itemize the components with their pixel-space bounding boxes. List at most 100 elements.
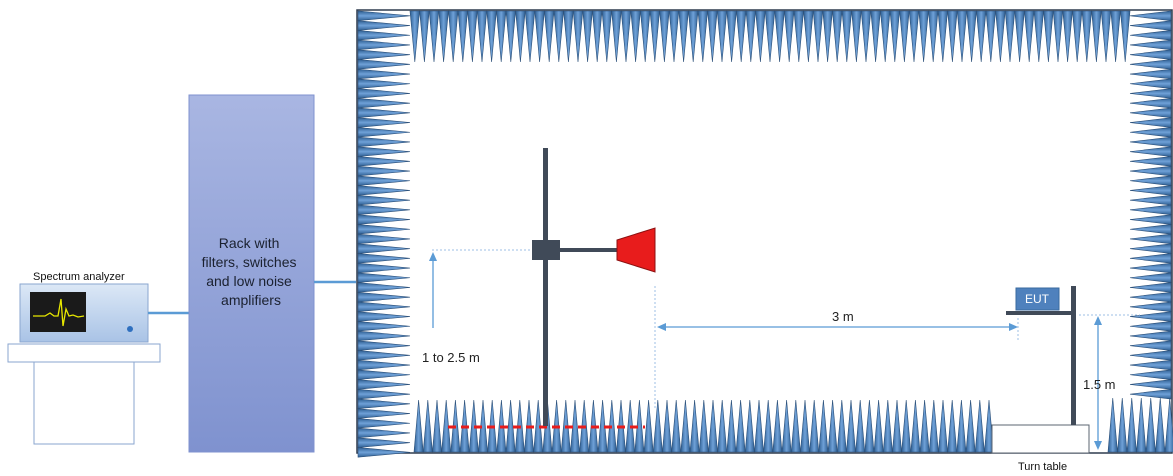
absorber-cone	[357, 447, 411, 458]
absorber-cone	[1129, 379, 1172, 390]
absorber-cone	[882, 399, 893, 453]
absorber-cone	[1062, 10, 1073, 63]
absorber-cone	[919, 399, 930, 453]
absorber-cone	[880, 10, 891, 63]
absorber-cone	[668, 10, 680, 63]
absorber-cone	[1129, 388, 1172, 400]
absorber-cone	[1126, 397, 1137, 453]
absorber-cone	[956, 399, 967, 453]
absorber-cone	[505, 399, 516, 453]
absorber-cone	[812, 10, 824, 63]
absorber-cone	[413, 399, 424, 453]
absorber-cone	[1033, 10, 1044, 63]
absorber-cone	[1129, 78, 1172, 89]
absorber-cone	[357, 194, 411, 206]
eut-box	[1015, 287, 1060, 311]
absorbers-floor-right	[1107, 397, 1173, 453]
antenna-mast	[532, 148, 656, 426]
absorber-cone	[822, 10, 833, 63]
absorber-cone	[563, 10, 574, 63]
absorber-cone	[1129, 175, 1172, 186]
absorber-cone	[432, 399, 442, 453]
absorber-cone	[908, 10, 920, 63]
absorbers-floor	[413, 399, 994, 453]
absorber-cone	[1120, 10, 1131, 63]
absorber-cone	[1129, 59, 1172, 70]
absorber-cone	[860, 10, 872, 63]
absorber-cone	[357, 369, 411, 380]
eut-height-arrow-top	[1094, 316, 1102, 325]
eut-height-arrow-bottom	[1094, 441, 1102, 450]
absorber-cone	[781, 399, 792, 453]
absorber-cone	[1004, 10, 1016, 63]
absorber-cone	[419, 10, 430, 63]
absorber-cone	[1129, 243, 1172, 254]
absorber-cone	[726, 399, 737, 453]
absorber-cone	[1014, 10, 1025, 63]
absorber-cone	[357, 301, 411, 313]
spectrum-analyzer-station: Spectrum analyzer	[7, 271, 161, 445]
analyzer-desk	[7, 343, 161, 363]
absorber-cone	[1129, 359, 1172, 371]
absorber-cone	[1129, 301, 1172, 313]
absorber-cone	[649, 10, 660, 63]
absorber-cone	[357, 185, 411, 196]
absorber-cone	[985, 10, 996, 63]
absorber-cone	[800, 399, 810, 453]
absorber-cone	[910, 399, 921, 453]
absorber-cone	[1052, 10, 1064, 63]
absorber-cone	[836, 399, 847, 453]
absorber-cone	[755, 10, 766, 63]
absorber-cone	[1024, 10, 1035, 63]
absorber-cone	[486, 10, 497, 63]
absorber-cone	[467, 10, 478, 63]
absorber-cone	[1129, 194, 1172, 206]
turn-table	[991, 424, 1090, 454]
absorber-cone	[1129, 350, 1172, 361]
absorber-cone	[357, 117, 411, 128]
absorber-cone	[611, 10, 622, 63]
absorber-cone	[582, 10, 593, 63]
rack-label-line-3: and low noise	[206, 273, 292, 289]
eut-shelf	[1006, 311, 1072, 315]
absorber-cone	[754, 399, 764, 453]
distance-dimension: 3 m	[654, 286, 1019, 410]
absorber-cone	[1129, 49, 1172, 60]
absorber-cone	[476, 10, 488, 63]
absorber-cone	[357, 136, 411, 148]
absorber-cone	[1129, 117, 1172, 128]
absorber-cone	[818, 399, 829, 453]
absorber-cone	[1129, 185, 1172, 196]
eut-label: EUT	[1025, 292, 1050, 306]
absorber-cone	[965, 399, 976, 453]
absorber-cone	[698, 399, 709, 453]
absorber-cone	[1145, 397, 1156, 453]
absorber-cone	[357, 330, 411, 342]
absorber-cone	[630, 10, 641, 63]
absorber-cone	[784, 10, 795, 63]
absorber-cone	[689, 399, 700, 453]
absorber-cone	[716, 10, 728, 63]
absorber-cone	[1129, 127, 1172, 138]
height-arrow-head	[429, 252, 437, 261]
absorber-cone	[1129, 224, 1172, 235]
absorber-cone	[357, 291, 411, 303]
absorber-cone	[505, 10, 516, 63]
absorber-cone	[357, 398, 411, 410]
absorber-cone	[357, 49, 411, 60]
absorber-cone	[357, 437, 411, 448]
absorber-cone	[995, 10, 1006, 63]
rack: Rack with filters, switches and low nois…	[188, 94, 315, 453]
absorber-cone	[873, 399, 884, 453]
absorber-cone	[357, 224, 411, 235]
absorber-cone	[1129, 156, 1172, 167]
absorber-cone	[688, 10, 699, 63]
absorber-cone	[357, 175, 411, 186]
absorber-cone	[438, 10, 449, 63]
absorber-cone	[918, 10, 929, 63]
absorber-cone	[422, 399, 433, 453]
absorber-cone	[1129, 97, 1172, 109]
absorber-cone	[357, 20, 411, 31]
absorber-cone	[1129, 68, 1172, 80]
absorber-cone	[1129, 311, 1172, 322]
